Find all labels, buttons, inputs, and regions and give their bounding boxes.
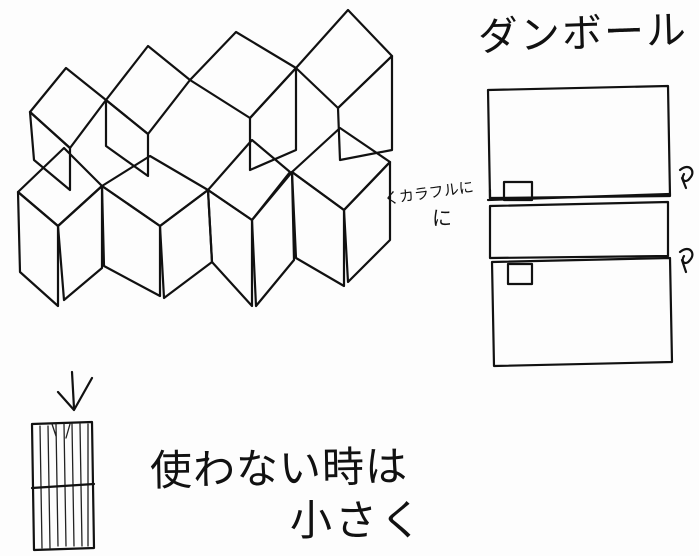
cube-top <box>294 8 394 110</box>
cube-side-face <box>28 110 72 192</box>
fold-panel <box>56 184 104 302</box>
fold-panel <box>290 170 346 288</box>
cube-top <box>100 154 210 228</box>
unused-note: 使わない時は <box>149 441 409 496</box>
cube-top <box>16 146 104 228</box>
collapsed-stack-sketch <box>30 420 96 552</box>
cube-side-face <box>248 66 298 172</box>
fold-panel <box>100 184 162 298</box>
connector-clip <box>506 262 534 286</box>
cube-top <box>104 44 192 136</box>
fold-panel <box>158 188 214 300</box>
arrow-down-icon <box>56 370 94 412</box>
small-note: 小さく <box>290 496 426 545</box>
fold-panel <box>342 160 392 284</box>
folded-cube-sketch <box>16 8 394 308</box>
colorful-note-suffix: に <box>432 206 452 230</box>
cardboard-box-diagram <box>486 84 694 368</box>
cube-top <box>28 66 108 150</box>
cube-side-face <box>104 98 150 178</box>
cube-top <box>188 30 298 120</box>
fold-panel <box>250 170 296 308</box>
title-label: ダンボール <box>477 7 689 61</box>
fold-panel <box>206 188 254 308</box>
connector-clip <box>502 180 534 202</box>
cube-side-face <box>336 54 394 162</box>
cube-top <box>290 126 392 212</box>
fold-panel <box>16 190 60 308</box>
